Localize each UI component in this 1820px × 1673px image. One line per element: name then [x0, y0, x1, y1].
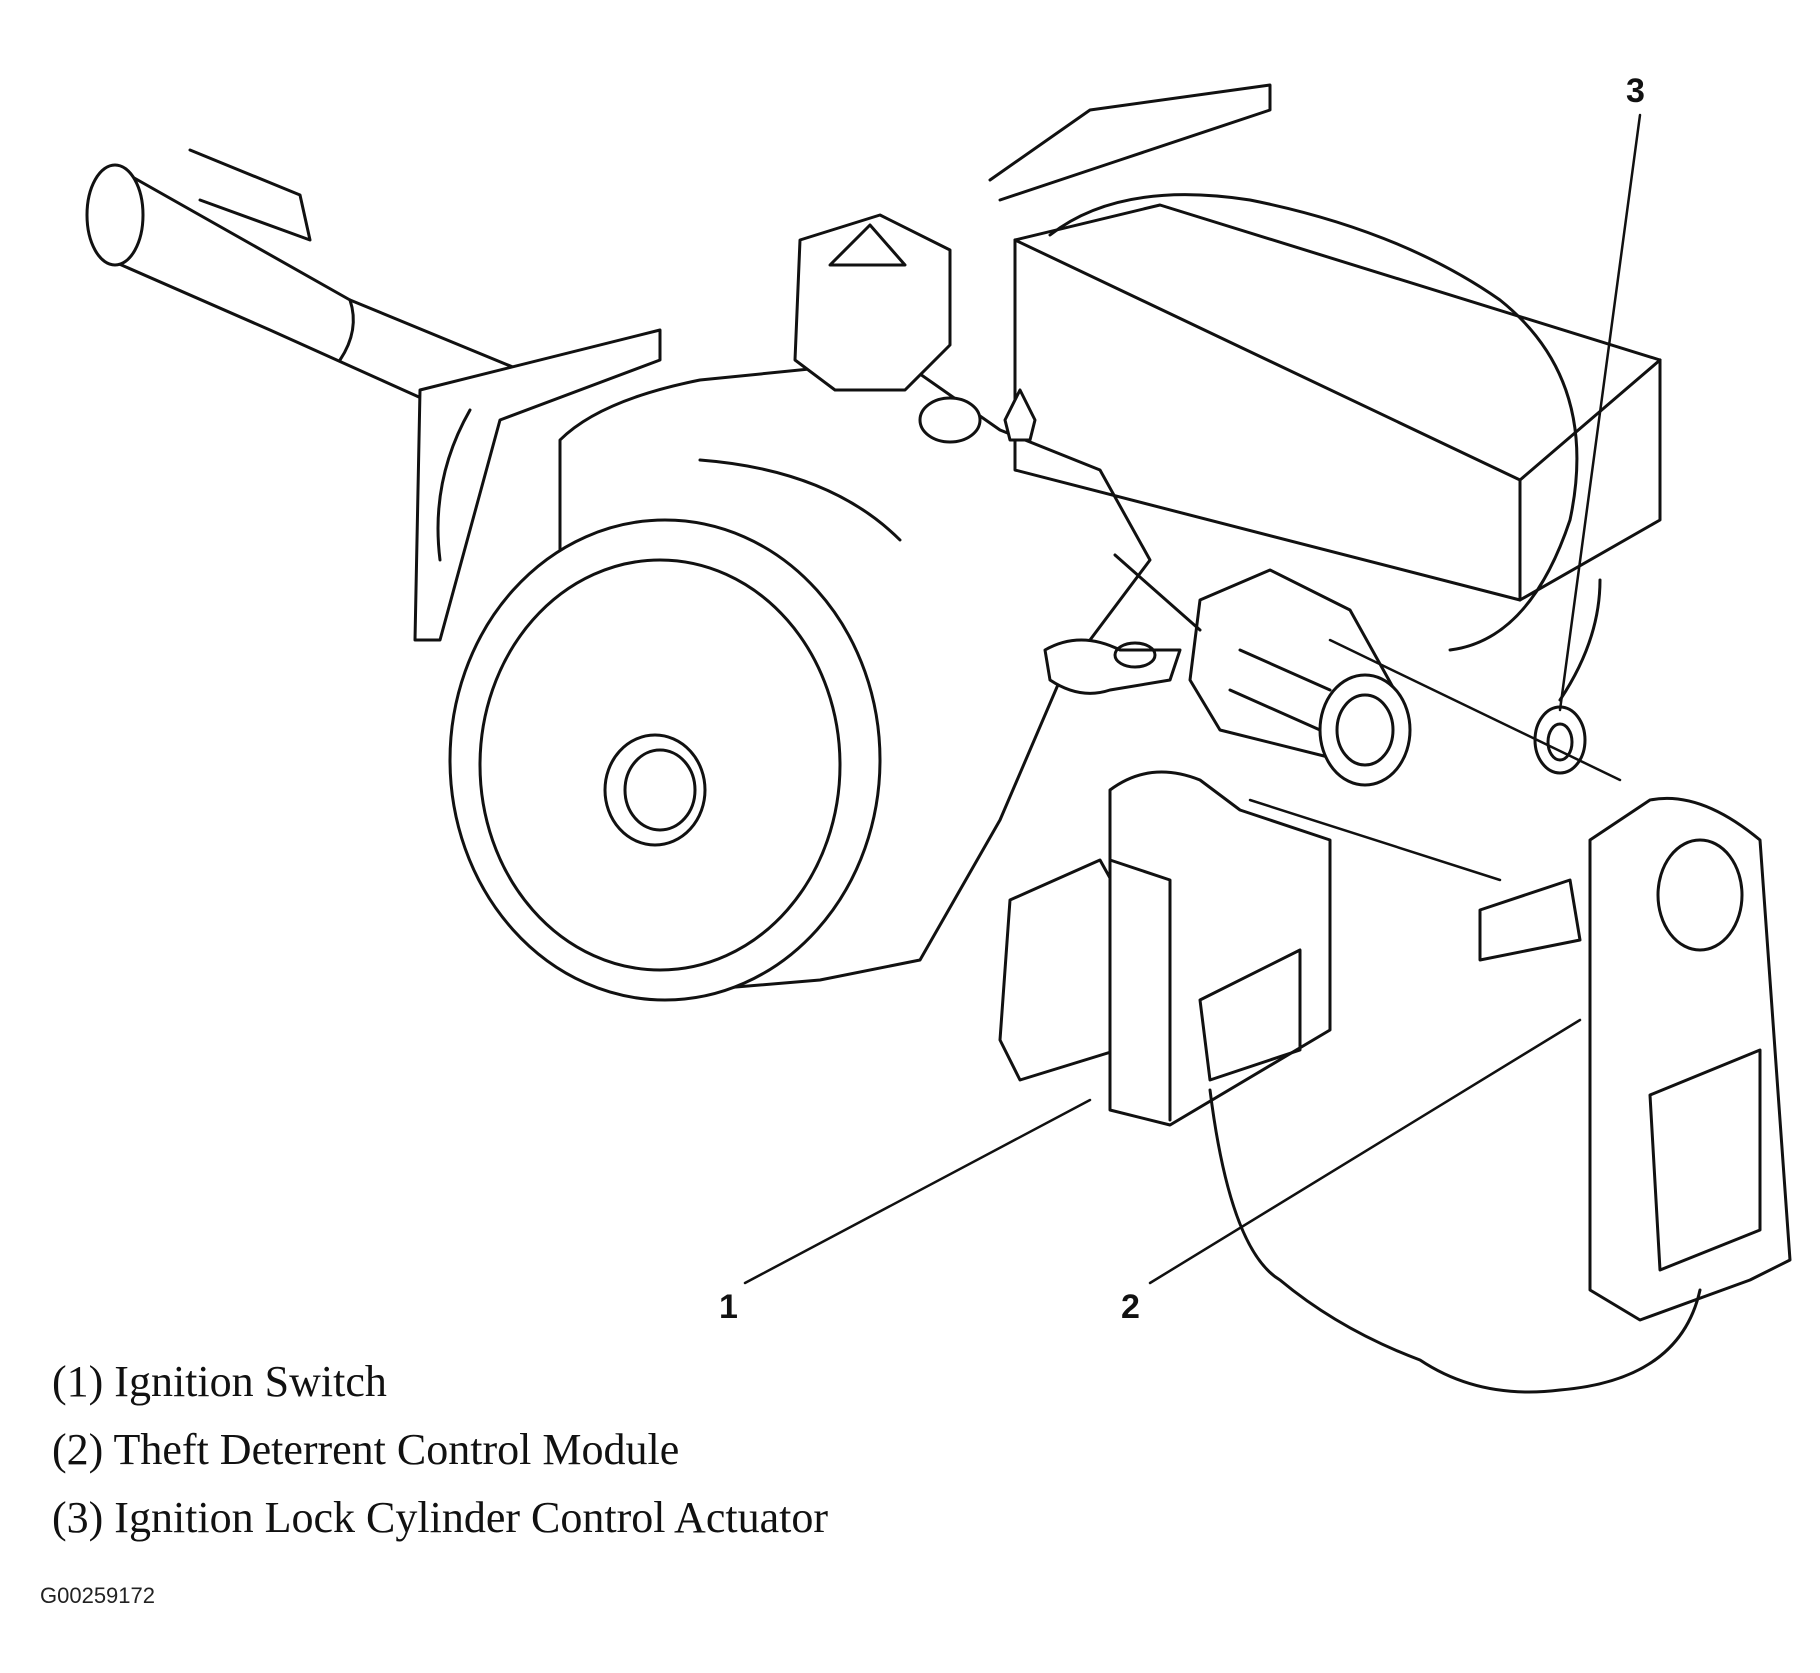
lock-actuator-ring — [1533, 705, 1587, 775]
ignition-switch — [998, 770, 1332, 1127]
callout-3: 3 — [1626, 72, 1645, 110]
hazard-knob — [793, 213, 1037, 444]
callout-2: 2 — [1121, 1288, 1140, 1326]
control-module-box — [1013, 203, 1662, 602]
theft-deterrent-module — [1478, 796, 1792, 1322]
lock-cylinder — [1043, 553, 1412, 787]
leader-line-2 — [1148, 1018, 1582, 1285]
callout-1: 1 — [719, 1288, 738, 1326]
upper-bracket — [988, 83, 1579, 652]
legend-item-ignition-switch: (1) Ignition Switch — [52, 1357, 387, 1406]
legend-item-theft-deterrent-module: (2) Theft Deterrent Control Module — [52, 1425, 680, 1474]
leader-lines — [743, 113, 1642, 1285]
turn-signal-lever — [85, 148, 522, 422]
leader-line-switch — [1248, 798, 1502, 882]
legend-item-lock-cylinder-actuator: (3) Ignition Lock Cylinder Control Actua… — [52, 1493, 828, 1542]
leader-line-cylinder — [1328, 638, 1622, 782]
column-face — [448, 518, 882, 1002]
leader-line-1 — [743, 1098, 1092, 1285]
leader-line-3 — [1558, 113, 1642, 712]
figure-id: G00259172 — [40, 1583, 155, 1608]
column-shroud-flange — [413, 328, 662, 642]
wiring-harness — [1208, 578, 1702, 1394]
